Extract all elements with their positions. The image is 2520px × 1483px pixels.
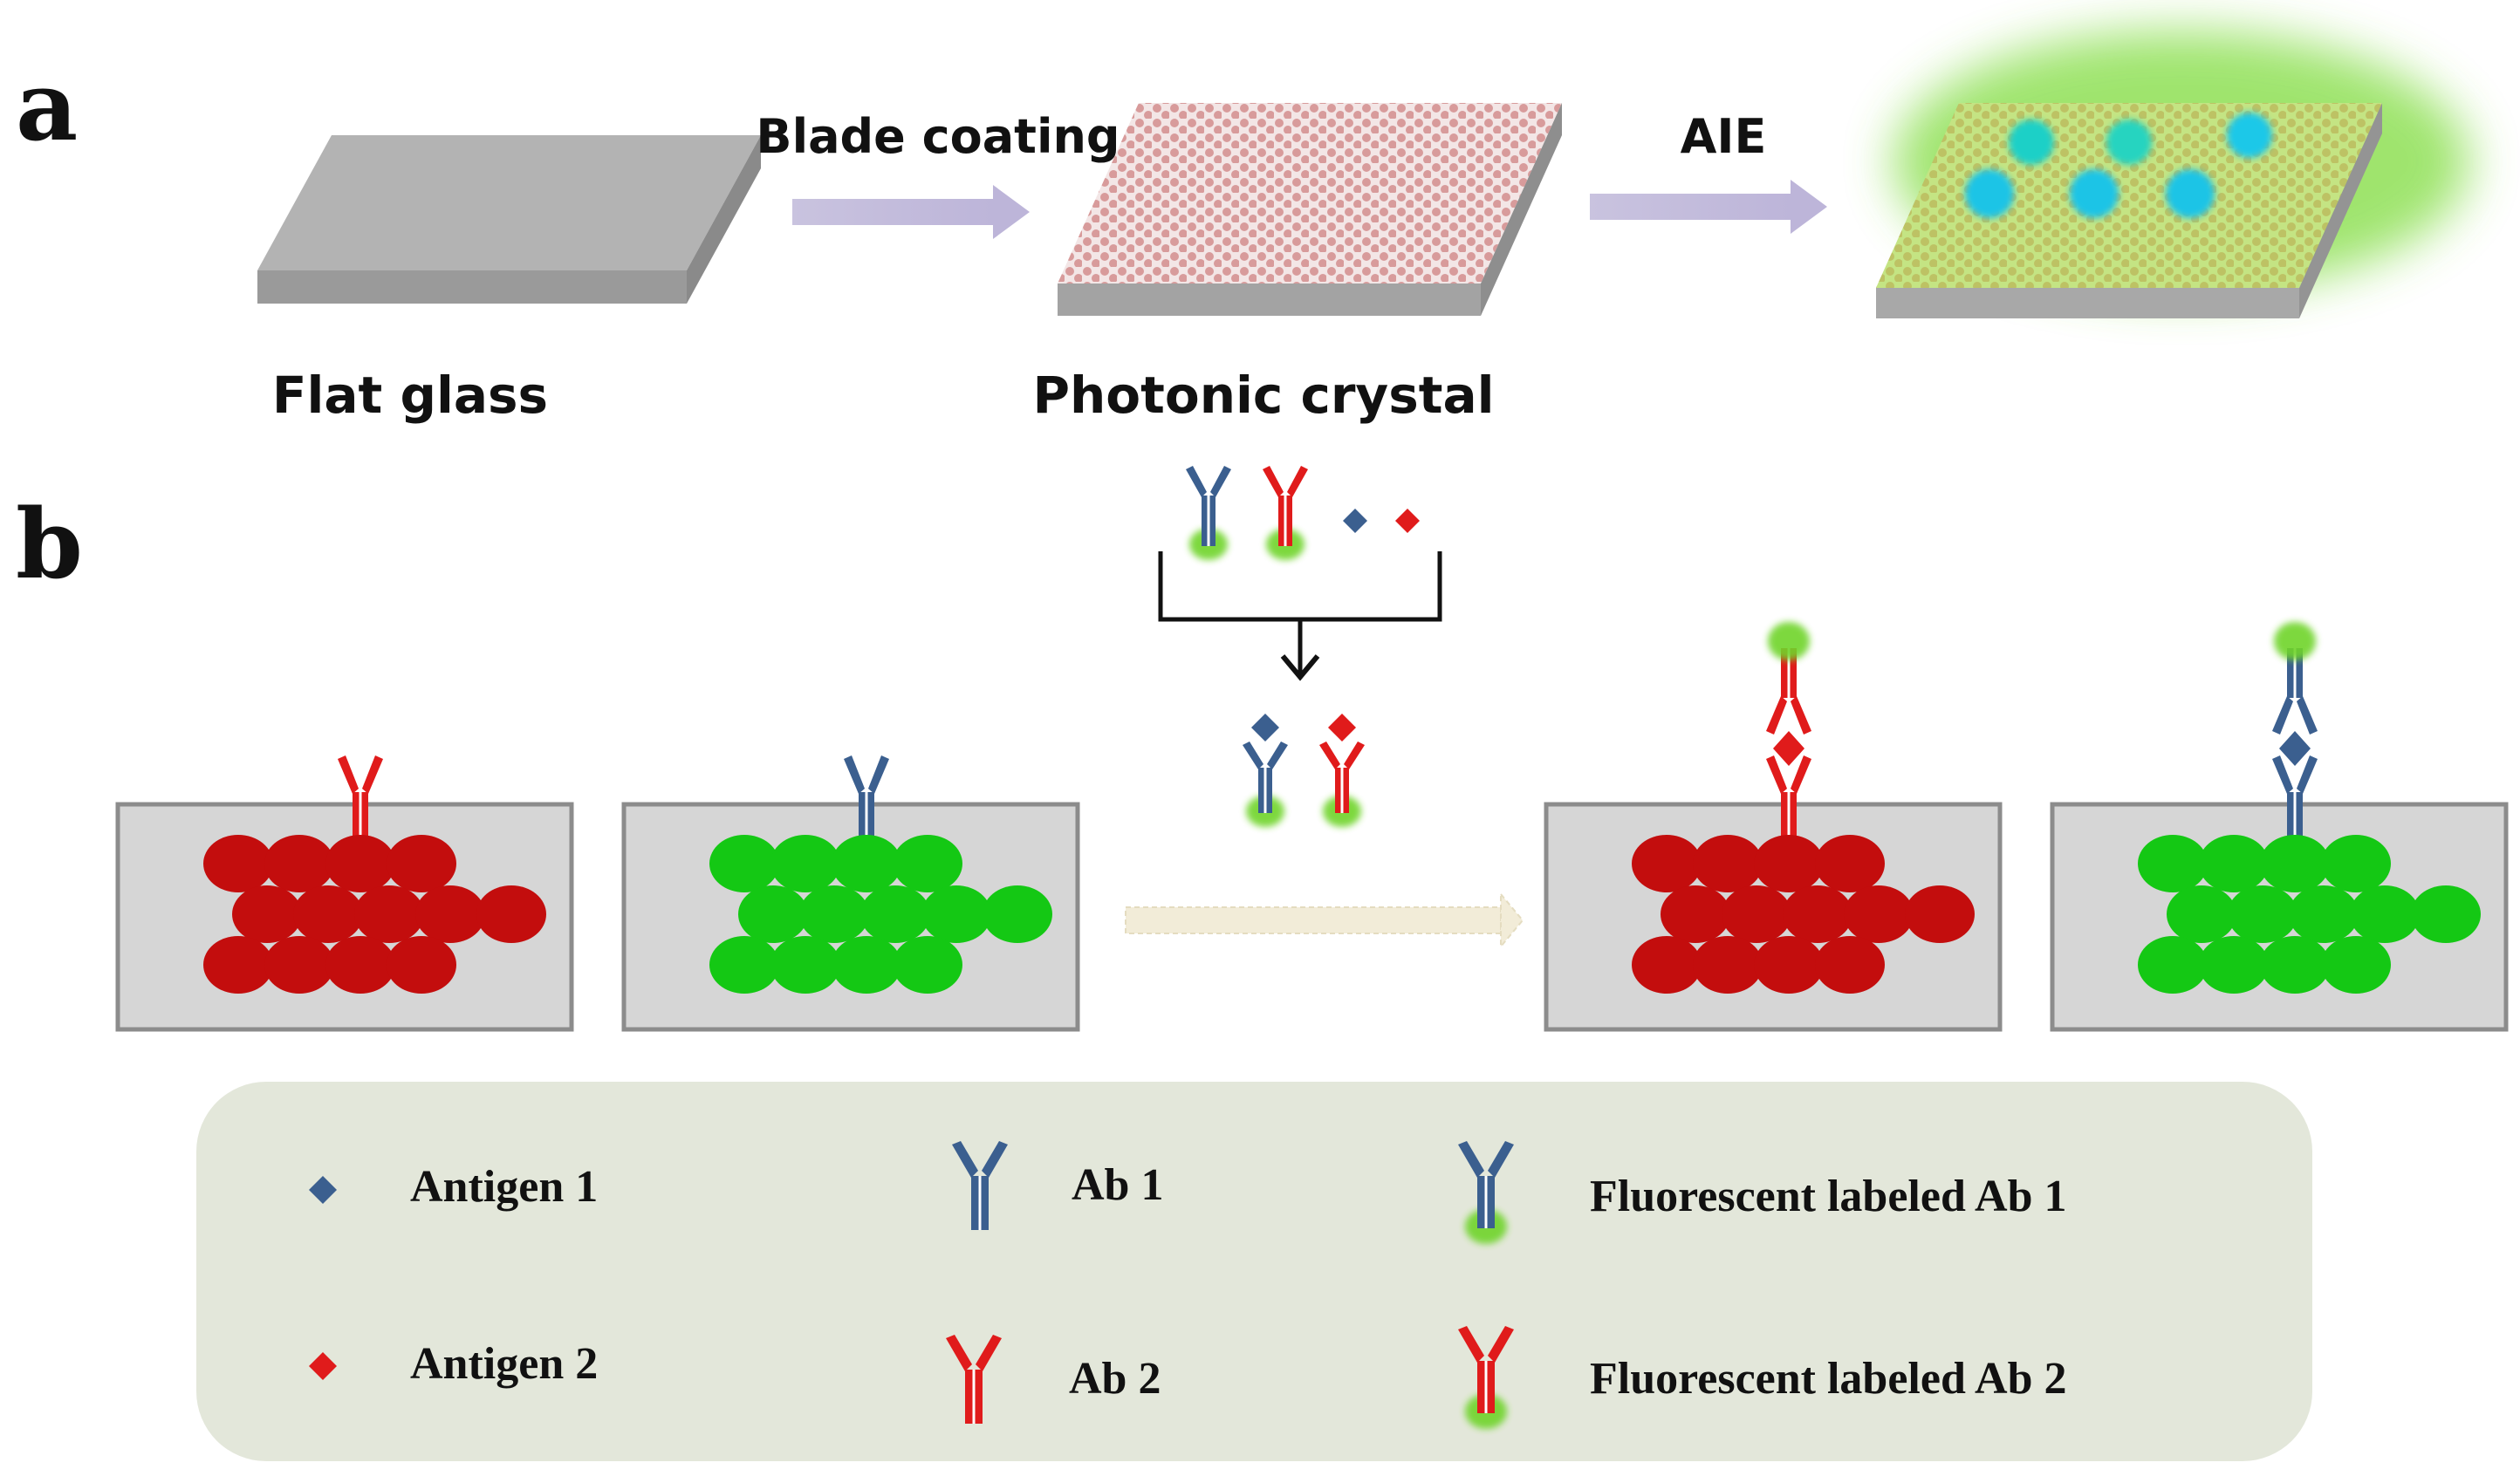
panel-a-letter: a <box>16 50 78 162</box>
fluor-ab1-icon <box>1458 1141 1514 1244</box>
fluorescent-dots <box>1965 113 2272 218</box>
panel-b-letter: b <box>16 488 83 600</box>
slide-ab2-sandwich <box>1544 622 2003 1032</box>
slide-ab1-sandwich <box>2050 622 2509 1032</box>
blade-coating-arrow <box>792 185 1030 239</box>
antigen-2-icon <box>309 1352 337 1380</box>
aie-arrow <box>1590 180 1827 234</box>
reaction-arrow <box>1125 892 1524 949</box>
legend-antigen-1-label: Antigen 1 <box>410 1162 598 1212</box>
ab1-antigen1-complex <box>1243 714 1288 827</box>
antigen-1-icon <box>309 1176 337 1204</box>
legend-fluor-ab1-label: Fluorescent labeled Ab 1 <box>1590 1172 2066 1221</box>
mixture-reagents <box>1186 466 1420 560</box>
legend-antigen-2-label: Antigen 2 <box>410 1339 598 1389</box>
legend-ab1-label: Ab 1 <box>1072 1160 1163 1210</box>
ab2-antigen2-complex <box>1319 714 1365 827</box>
photonic-crystal-slab <box>1058 103 1562 316</box>
fluor-ab2-icon <box>1458 1326 1514 1429</box>
flat-glass-label: Flat glass <box>272 366 548 425</box>
legend-ab2-label: Ab 2 <box>1069 1354 1161 1404</box>
legend-fluor-ab2-label: Fluorescent labeled Ab 2 <box>1590 1354 2066 1404</box>
legend-box <box>196 1082 2312 1461</box>
slide-ab2-unbound <box>115 755 574 1032</box>
blade-coating-label: Blade coating <box>756 109 1120 164</box>
slide-ab1-unbound <box>621 755 1080 1032</box>
ab1-icon <box>952 1141 1008 1230</box>
flat-glass-slab <box>257 135 761 304</box>
mixing-bracket <box>1158 551 1442 681</box>
photonic-crystal-label: Photonic crystal <box>1032 366 1494 425</box>
aie-label: AIE <box>1681 109 1767 164</box>
ab2-icon <box>946 1335 1002 1424</box>
